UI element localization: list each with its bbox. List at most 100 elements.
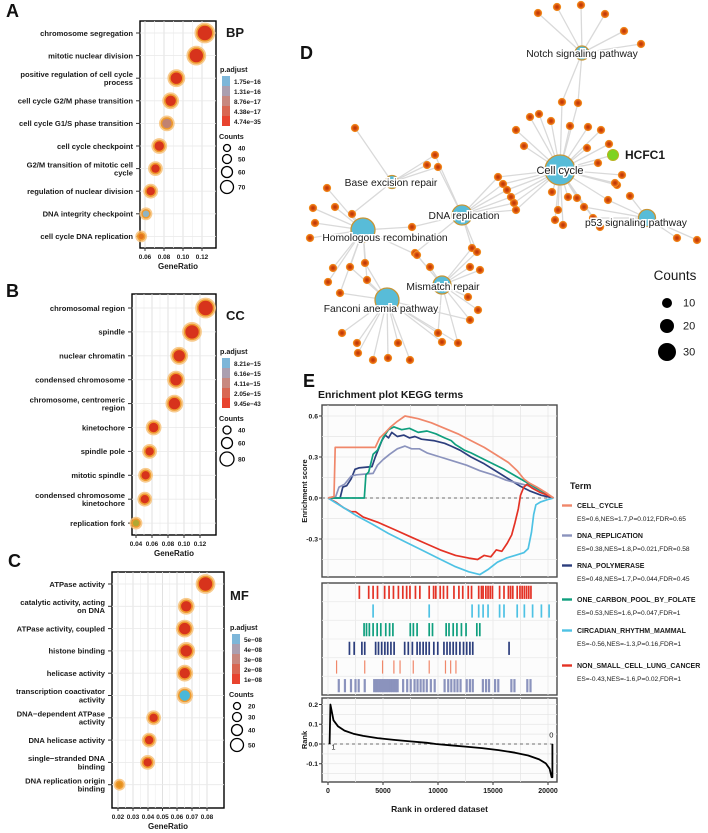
gene-node <box>330 202 340 212</box>
network-edge <box>391 166 439 183</box>
gene-node <box>596 125 606 135</box>
counts-legend-circle <box>220 165 234 179</box>
x-tick-label: 0.12 <box>194 541 207 548</box>
es-curve <box>327 497 554 576</box>
gene-node <box>534 109 544 119</box>
data-point-halo <box>158 115 175 132</box>
network-edge <box>581 30 625 54</box>
category-label: replication fork <box>70 519 126 528</box>
rank-metric-curve <box>328 703 554 779</box>
gene-node <box>360 258 370 268</box>
padjust-legend-value: 9.45e−43 <box>234 401 261 408</box>
category-label: ATPase activity <box>49 580 105 589</box>
rank-axis-title: Rank <box>300 730 309 749</box>
network-counts-circle <box>658 343 676 361</box>
x-tick-label: 10000 <box>428 788 448 795</box>
gene-node <box>430 150 440 160</box>
data-point-halo <box>141 732 157 748</box>
counts-legend-value: 60 <box>238 440 246 447</box>
category-label: activity <box>79 695 106 704</box>
network-counts-circle <box>662 298 672 308</box>
data-point-halo <box>167 370 185 389</box>
data-point-halo <box>143 183 159 199</box>
gene-node <box>305 233 315 243</box>
padjust-legend-value: 6.16e−15 <box>234 371 261 378</box>
category-label: catalytic activity, acting <box>20 598 105 607</box>
data-point-halo <box>135 230 148 243</box>
gene-node <box>412 250 422 260</box>
x-tick-label: 0.04 <box>130 541 143 548</box>
plot-area <box>111 571 225 809</box>
network-edge <box>386 299 471 321</box>
gene-node <box>328 263 338 273</box>
category-label: mitotic nuclear division <box>48 51 133 60</box>
category-label: spindle <box>98 328 125 337</box>
data-point-halo <box>145 419 162 436</box>
plot-area <box>139 20 217 249</box>
data-point <box>163 94 178 108</box>
gene-node <box>550 215 560 225</box>
gsea-title: Enrichment plot KEGG terms <box>318 389 463 401</box>
padjust-legend-value: 8.21e−15 <box>234 361 261 368</box>
counts-legend-value: 40 <box>238 145 246 152</box>
data-point <box>141 756 154 769</box>
data-point-halo <box>165 394 184 413</box>
network-edge <box>561 52 583 103</box>
gsea-legend-name: CIRCADIAN_RHYTHM_MAMMAL <box>577 628 687 635</box>
es-curve <box>327 415 554 499</box>
gene-node <box>437 337 447 347</box>
category-label: mitotic spindle <box>71 471 125 480</box>
data-point-halo <box>176 664 194 682</box>
data-point-halo <box>146 710 161 726</box>
pathway-label: p53 signaling pathway <box>585 218 688 229</box>
data-point <box>169 70 184 86</box>
network-nodes <box>305 0 702 365</box>
padjust-legend-value: 5e−08 <box>244 637 262 644</box>
padjust-legend-title: p.adjust <box>220 347 248 356</box>
gene-node <box>353 348 363 358</box>
panel-a-label: A <box>6 1 19 21</box>
data-point <box>147 421 160 434</box>
rank-tick-label: 0.1 <box>309 722 319 729</box>
gsea-legend-stats: ES=0.6,NES=1.7,P=0.012,FDR=0.65 <box>577 516 686 523</box>
category-label: process <box>104 78 133 87</box>
data-point-halo <box>139 207 153 221</box>
counts-legend-value: 60 <box>238 169 246 176</box>
gsea-legend-stats: ES=0.48,NES=1.7,P=0.044,FDR=0.45 <box>577 576 690 583</box>
data-point <box>197 575 214 593</box>
gene-node <box>519 141 529 151</box>
gene-node <box>511 205 521 215</box>
data-point-halo <box>129 516 143 530</box>
data-point-halo <box>175 619 194 638</box>
category-label: DNA replication origin <box>25 776 105 785</box>
group-label: BP <box>226 25 244 40</box>
category-label: kinetochore <box>82 499 125 508</box>
gene-node <box>323 277 333 287</box>
counts-legend-value: 40 <box>238 427 246 434</box>
category-label: single−stranded DNA <box>28 754 106 763</box>
gene-node <box>493 172 503 182</box>
category-label: condensed chromosome <box>35 491 125 500</box>
gene-node <box>465 262 475 272</box>
gene-node <box>337 328 347 338</box>
gene-node <box>422 160 432 170</box>
gene-node <box>335 288 345 298</box>
padjust-legend-swatch <box>222 368 230 378</box>
padjust-legend-swatch <box>222 96 230 106</box>
x-tick-label: 0.08 <box>162 541 175 548</box>
x-tick-label: 0.12 <box>196 254 209 261</box>
rank-annotation: 1 <box>331 743 335 752</box>
gene-node <box>610 178 620 188</box>
x-tick-label: 0.05 <box>156 814 169 821</box>
gene-node <box>563 192 573 202</box>
gsea-legend-name: RNA_POLYMERASE <box>577 563 645 570</box>
padjust-legend-value: 1e−08 <box>244 677 262 684</box>
data-point <box>196 24 214 42</box>
padjust-legend-swatch <box>222 116 230 126</box>
gene-node <box>573 98 583 108</box>
es-tick-label: 0.0 <box>309 495 319 502</box>
x-axis-title: Rank in ordered dataset <box>391 804 488 814</box>
x-tick-label: 0.02 <box>112 814 125 821</box>
data-point <box>139 469 152 482</box>
